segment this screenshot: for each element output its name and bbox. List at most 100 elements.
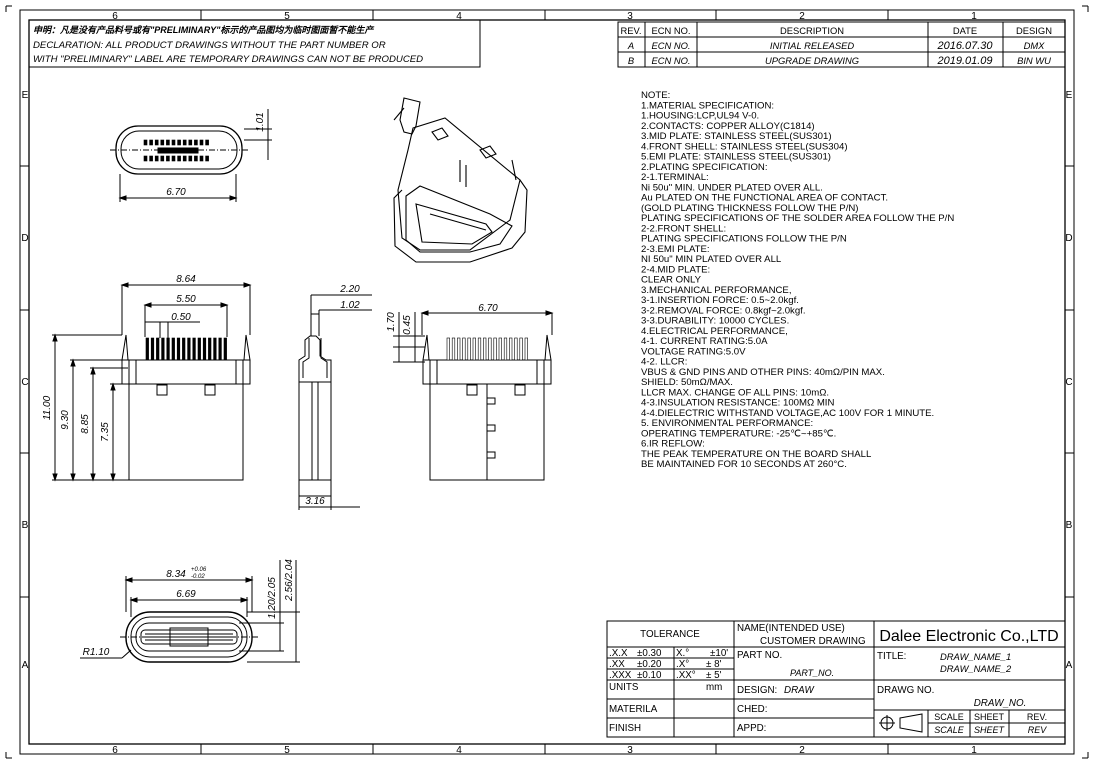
note-line: 4.ELECTRICAL PERFORMANCE, <box>641 326 788 337</box>
note-line: 5.EMI PLATE: STAINLESS STEEL(SUS301) <box>641 152 831 163</box>
zone-row-right: D <box>1065 233 1072 244</box>
ecn-cell: ECN NO. <box>651 40 690 51</box>
note-line: 4.FRONT SHELL: STAINLESS STEEL(SUS304) <box>641 141 848 152</box>
pin-mark <box>472 337 476 361</box>
declaration-box: 申明：凡是没有产品料号或有"PRELIMINARY"标示的产品图均为临时图面暂不… <box>28 19 481 68</box>
pin-mark <box>166 155 170 162</box>
units-value: mm <box>706 682 722 693</box>
pin-mark <box>166 337 170 361</box>
design-header: DESIGN <box>1016 25 1052 36</box>
note-line: Ni 50u" MIN. UNDER PLATED OVER ALL. <box>641 182 823 193</box>
pin-mark <box>524 337 528 361</box>
date-cell: 2019.01.09 <box>936 55 992 67</box>
pin-mark <box>171 337 175 361</box>
design-cell: DMX <box>1024 40 1046 51</box>
title-block <box>606 620 1066 738</box>
scale-value: SCALE <box>934 725 965 735</box>
company-name: Dalee Electronic Co.,LTD <box>879 628 1058 645</box>
pin-mark <box>150 337 155 361</box>
note-line: PLATING SPECIFICATIONS FOLLOW THE P/N <box>641 234 847 245</box>
note-line: 4-4.DIELECTRIC WITHSTAND VOLTAGE,AC 100V… <box>641 408 934 419</box>
rev-cell: A <box>627 40 634 51</box>
sheet-value: SHEET <box>974 725 1006 735</box>
pin-mark <box>177 155 181 162</box>
pin-mark <box>188 139 193 146</box>
pin-mark <box>446 337 450 361</box>
pin-mark <box>477 337 482 361</box>
pin-mark <box>194 139 198 146</box>
pin-mark <box>166 139 170 146</box>
rev-value: REV <box>1028 725 1048 735</box>
note-line: 2-2.FRONT SHELL: <box>641 223 726 234</box>
zone-row-right: A <box>1066 660 1073 671</box>
pin-mark <box>457 337 461 361</box>
zone-col-bottom: 2 <box>799 745 805 756</box>
note-line: 2.PLATING SPECIFICATION: <box>641 162 768 173</box>
pin-mark <box>197 337 201 361</box>
note-line: 3-3.DURABILITY: 10000 CYCLES. <box>641 316 789 327</box>
ched-label: CHED: <box>737 704 767 715</box>
pin-mark <box>192 337 196 361</box>
top-view <box>110 109 272 202</box>
note-line: (GOLD PLATING THICKNESS FOLLOW THE P/N) <box>641 203 859 214</box>
pin-mark <box>199 155 204 162</box>
pin-mark <box>187 337 191 361</box>
pin-mark <box>483 337 487 361</box>
zone-col-top: 6 <box>112 11 118 22</box>
pin-mark <box>509 337 513 361</box>
part-no-value: PART_NO. <box>790 668 834 678</box>
pin-mark <box>467 337 471 361</box>
note-line: PLATING SPECIFICATIONS OF THE SOLDER ARE… <box>641 213 954 224</box>
ecn-header: ECN NO. <box>651 25 690 36</box>
note-line: Au PLATED ON THE FUNCTIONAL AREA OF CONT… <box>641 193 888 204</box>
pin-mark <box>145 337 149 361</box>
zone-row-right: B <box>1066 520 1073 531</box>
rear-view <box>393 310 554 481</box>
pin-mark <box>160 139 165 146</box>
tol-row-1d: ±10' <box>710 648 728 659</box>
inner-frame <box>28 19 1066 745</box>
dim-rear-045: 0.45 <box>402 315 413 335</box>
outer-frame <box>19 9 1075 755</box>
note-line: 1.HOUSING:LCP,UL94 V-0. <box>641 111 759 122</box>
zone-col-top: 4 <box>456 11 462 22</box>
title-line-1: DRAW_NAME_1 <box>940 651 1011 662</box>
note-line: 3-1.INSERTION FORCE: 0.5~2.0kgf. <box>641 295 799 306</box>
dim-rear-width: 6.70 <box>478 303 498 314</box>
dim-end-radius: R1.10 <box>83 647 110 658</box>
note-line: SHIELD: 50mΩ/MAX. <box>641 377 733 388</box>
dim-rear-170: 1.70 <box>386 312 397 332</box>
zone-col-bottom: 5 <box>284 745 290 756</box>
pin-mark <box>188 155 193 162</box>
sheet-label: SHEET <box>974 712 1005 722</box>
pin-mark <box>451 337 456 361</box>
pin-mark <box>213 337 217 361</box>
dim-top-height: 1.01 <box>255 112 266 131</box>
pin-mark <box>156 337 160 361</box>
tol-row-2c: .X° <box>676 659 689 670</box>
pin-mark <box>143 155 148 162</box>
pin-mark <box>154 139 159 146</box>
pin-mark <box>194 155 198 162</box>
pin-mark <box>182 337 186 361</box>
declaration-cn: 申明：凡是没有产品料号或有"PRELIMINARY"标示的产品图均为临时图面暂不… <box>33 25 374 35</box>
note-line: 5. ENVIRONMENTAL PERFORMANCE: <box>641 418 813 429</box>
title-line-2: DRAW_NAME_2 <box>940 663 1012 674</box>
material-label: MATERILA <box>609 704 658 715</box>
dim-side-depth: 3.16 <box>305 496 325 507</box>
name-label: NAME(INTENDED USE) <box>737 623 845 634</box>
drawing-no-label: DRAWG NO. <box>877 685 934 696</box>
dim-front-height-body: 9.30 <box>60 410 71 430</box>
pin-mark <box>498 337 502 361</box>
note-line: 6.IR REFLOW: <box>641 439 705 450</box>
design-value: DRAW <box>784 685 816 696</box>
notes-block: NOTE:1.MATERIAL SPECIFICATION: 1.HOUSING… <box>641 90 954 470</box>
pin-mark <box>223 337 227 361</box>
date-header: DATE <box>953 25 977 36</box>
note-line: 3.MID PLATE: STAINLESS STEEL(SUS301) <box>641 131 832 142</box>
note-line: CLEAR ONLY <box>641 275 702 286</box>
note-line: 2-3.EMI PLATE: <box>641 244 710 255</box>
tol-row-1a: .X.X <box>609 648 628 659</box>
note-line: 2-4.MID PLATE: <box>641 264 710 275</box>
note-line: 4-2. LLCR: <box>641 357 687 368</box>
